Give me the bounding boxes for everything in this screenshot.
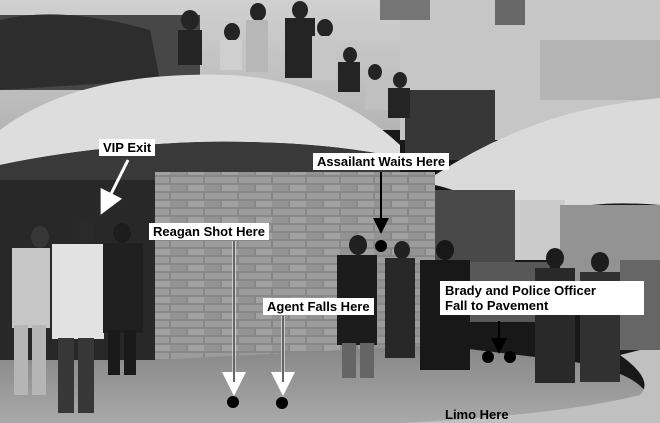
pavement [0,345,650,423]
label-brady-line-1: Brady and Police Officer [445,283,596,298]
label-brady-police-officer: Brady and Police Officer Fall to Pavemen… [440,281,644,315]
spectator-crowd [178,1,410,118]
label-limo-here: Limo Here [445,407,509,422]
label-agent-falls-here: Agent Falls Here [263,298,374,315]
right-canopy [435,98,660,250]
label-reagan-shot-here: Reagan Shot Here [149,223,269,240]
foreground-people-left [12,220,143,413]
label-assailant-waits-here: Assailant Waits Here [313,153,450,170]
label-brady-line-2: Fall to Pavement [445,298,549,313]
limo-curb [400,345,660,423]
label-vip-exit: VIP Exit [99,139,156,156]
